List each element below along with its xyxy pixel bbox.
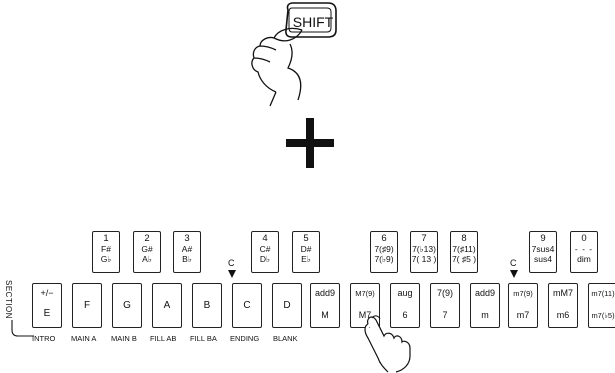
top-key-lower-chord: 7( ♯5 ) [451,254,477,264]
bottom-key-main: m6 [556,310,570,320]
bottom-key-main: A [163,300,171,311]
bottom-key-upper: m7(11) [591,289,615,298]
top-key-lower-chord: 7( 13 ) [411,254,437,264]
bottom-key-aug-6[interactable]: aug 6 [390,283,420,328]
bottom-key-main: E [43,308,51,319]
top-key-number: 5 [303,233,309,244]
bottom-key-main: m7(♭5) [591,311,615,320]
bottom-key-main: m7 [516,310,530,320]
bottom-key-upper: aug [397,288,413,298]
bottom-key-main: C [243,300,251,311]
top-key-upper-chord: 7(♭13) [412,244,436,254]
top-key-sharp: C# [259,244,271,254]
bottom-key-main: m [481,310,489,320]
section-bracket [11,320,34,337]
top-key-flat: E♭ [301,254,311,264]
bottom-key-7[interactable]: 7(9) 7 [430,283,460,328]
bottom-key-e[interactable]: +/− E [32,283,62,328]
top-key-lower-chord: dim [577,254,591,264]
hand-press-icon [364,315,411,373]
bottom-key-main: M7 [358,310,372,320]
top-key-number: 3 [184,233,190,244]
top-key-sharp: G# [141,244,153,254]
section-label-ending: ENDING [230,334,260,343]
bottom-key-d[interactable]: D [272,283,302,328]
bottom-key-main: G [123,300,131,311]
top-key-0[interactable]: 0 - - - dim [570,231,598,273]
top-key-flat: A♭ [142,254,152,264]
section-label: SECTION [4,280,13,320]
top-key-3[interactable]: 3 A# B♭ [173,231,201,273]
bottom-key-main: M [321,310,329,320]
top-key-1[interactable]: 1 F# G♭ [92,231,120,273]
bottom-key-b[interactable]: B [192,283,222,328]
top-key-upper-chord: 7sus4 [531,244,555,254]
top-key-upper-chord: 7(♯11) [452,244,476,254]
bottom-key-upper: m7(9) [513,289,533,298]
bottom-key-upper: add9 [314,288,336,298]
bottom-key-add9-m[interactable]: add9 M [310,283,340,328]
bottom-key-main: D [283,300,291,311]
top-key-number: 8 [461,233,467,244]
top-key-lower-chord: 7(♭9) [374,254,394,264]
bottom-key-upper: M7(9) [355,289,375,298]
top-key-lower-chord: sus4 [534,254,552,264]
top-key-number: 9 [540,233,546,244]
top-key-number: 2 [144,233,150,244]
section-label-main-b: MAIN B [111,334,137,343]
top-key-2[interactable]: 2 G# A♭ [133,231,161,273]
shift-button-label[interactable]: SHIFT [292,14,334,30]
bottom-key-main: F [83,300,91,311]
bottom-key-m7-11[interactable]: m7(11) m7(♭5) [588,283,615,328]
top-key-upper-chord: - - - [574,244,594,254]
bottom-key-main: 6 [402,310,408,320]
bottom-key-add9-minor[interactable]: add9 m [470,283,500,328]
top-key-8[interactable]: 8 7(♯11) 7( ♯5 ) [450,231,478,273]
top-key-number: 7 [421,233,427,244]
bottom-key-c[interactable]: C [232,283,262,328]
top-key-number: 1 [103,233,109,244]
top-key-4[interactable]: 4 C# D♭ [251,231,279,273]
bottom-key-mm7-m6[interactable]: mM7 m6 [548,283,578,328]
top-key-flat: G♭ [100,254,112,264]
bottom-key-upper: add9 [474,288,496,298]
top-key-number: 0 [581,233,587,244]
section-label-main-a: MAIN A [71,334,97,343]
top-key-5[interactable]: 5 D# E♭ [292,231,320,273]
top-key-7[interactable]: 7 7(♭13) 7( 13 ) [410,231,438,273]
top-key-flat: D♭ [259,254,271,264]
top-key-9[interactable]: 9 7sus4 sus4 [529,231,557,273]
bottom-key-upper: mM7 [553,288,573,298]
plus-icon [286,118,334,168]
bottom-key-g[interactable]: G [112,283,142,328]
section-label-fill-ba: FILL BA [190,334,217,343]
section-label-fill-ab: FILL AB [150,334,177,343]
bottom-key-main: 7 [442,310,448,320]
shift-press-illustration [251,2,337,107]
section-label-intro: INTRO [32,334,56,343]
top-key-number: 4 [262,233,268,244]
bottom-key-upper: +/− [40,288,54,298]
bottom-key-a[interactable]: A [152,283,182,328]
top-key-flat: B♭ [182,254,192,264]
c-marker-label: C [228,258,235,268]
bottom-key-f[interactable]: F [72,283,102,328]
top-key-sharp: D# [300,244,312,254]
bottom-key-upper: 7(9) [436,288,453,298]
top-key-sharp: A# [181,244,193,254]
top-key-6[interactable]: 6 7(♯9) 7(♭9) [370,231,398,273]
section-label-blank: BLANK [273,334,298,343]
bottom-key-main: B [203,300,211,311]
down-triangle-icon [510,270,518,278]
top-key-upper-chord: 7(♯9) [374,244,394,254]
top-key-sharp: F# [101,244,111,254]
c-marker-label: C [510,258,517,268]
down-triangle-icon [228,270,236,278]
top-key-number: 6 [381,233,387,244]
bottom-key-m7-minor[interactable]: m7(9) m7 [508,283,538,328]
